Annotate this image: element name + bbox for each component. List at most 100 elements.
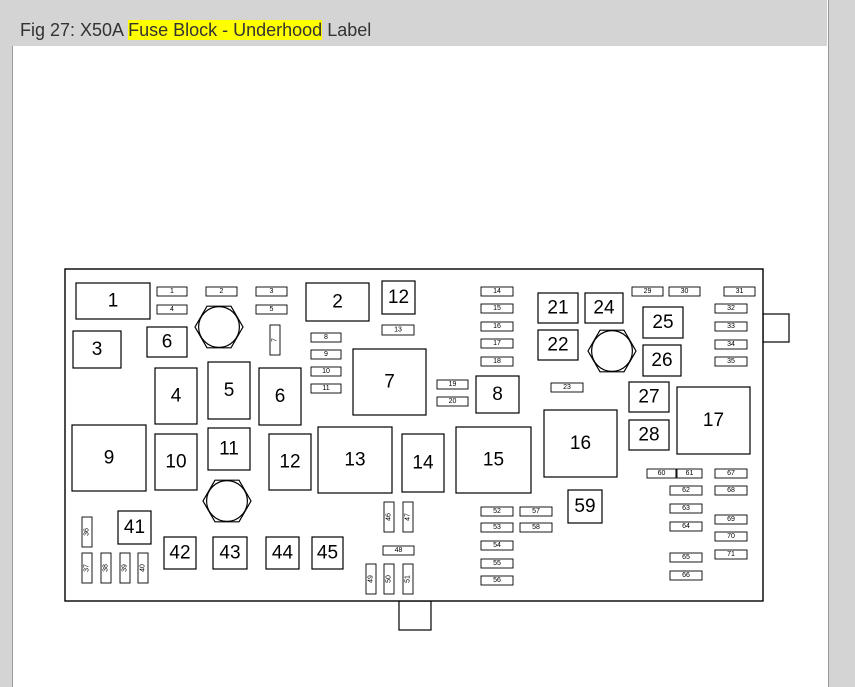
fuse-slot-29: 29 (631, 286, 664, 297)
fuse-slot-label: 2 (332, 292, 343, 313)
fuse-slot-box (402, 563, 414, 595)
fuse-slot-box (207, 427, 251, 471)
fuse-slot-label: 31 (736, 288, 744, 295)
fuse-slot-8: 8 (475, 375, 520, 414)
fuse-slot-label: 9 (324, 351, 328, 358)
fuse-slot-box (480, 558, 514, 569)
fuse-slot-label: 17 (493, 340, 501, 347)
fuse-slot-37: 37 (81, 552, 93, 584)
fuse-slot-62: 62 (669, 485, 703, 496)
fuse-slot-label: 16 (570, 433, 591, 454)
fuse-slot-box (205, 286, 238, 297)
fuse-slot-box (714, 468, 748, 479)
fuse-slot-label: 19 (449, 381, 457, 388)
fuse-slot-label: 40 (140, 564, 147, 572)
fuse-slot-box (436, 379, 469, 390)
fuse-slot-label: 34 (727, 341, 735, 348)
fuse-slot-10: 10 (154, 433, 198, 491)
fuse-slot-4: 4 (156, 304, 188, 315)
fuse-slot-label: 21 (547, 298, 568, 319)
fuse-slot-box (402, 501, 414, 533)
fuse-slot-label: 14 (493, 288, 501, 295)
fuse-slot-label: 36 (84, 528, 91, 536)
fuse-slot-label: 50 (386, 575, 393, 583)
fuse-slot-box (137, 552, 149, 584)
fuse-slot-label: 47 (405, 513, 412, 521)
fuse-slot-box (537, 292, 579, 324)
fuse-slot-label: 48 (395, 547, 403, 554)
fuse-slot-61: 61 (676, 468, 703, 479)
fuse-slot-box (714, 549, 748, 560)
fuse-slot-label: 52 (493, 508, 501, 515)
fuse-slot-10: 10 (310, 366, 342, 377)
fuse-slot-box (628, 381, 670, 413)
fuse-slot-48: 48 (382, 545, 415, 556)
fuse-slot-20: 20 (436, 396, 469, 407)
caption-highlight: Fuse Block - Underhood (128, 20, 323, 40)
fuse-slot-box (310, 383, 342, 394)
fuse-slot-label: 29 (644, 288, 652, 295)
fuse-slot-label: 60 (658, 470, 666, 477)
fuse-slot-41: 41 (117, 510, 152, 545)
fuse-slot-3: 3 (72, 330, 122, 369)
fuse-slot-21: 21 (537, 292, 579, 324)
fuse-slot-49: 49 (365, 563, 377, 595)
fuse-slot-label: 33 (727, 323, 735, 330)
fuse-slot-14: 14 (401, 433, 445, 493)
fuse-slot-box (567, 489, 603, 524)
fuse-slot-box (475, 375, 520, 414)
fuse-slot-57: 57 (519, 506, 553, 517)
fuse-slot-label: 32 (727, 305, 735, 312)
fuse-slot-label: 25 (652, 312, 673, 333)
fuse-slot-box (255, 304, 288, 315)
fuse-slot-label: 5 (224, 380, 235, 401)
fuse-slot-67: 67 (714, 468, 748, 479)
fuse-slot-label: 51 (405, 575, 412, 583)
fuse-slot-box (258, 367, 302, 426)
stud-hexagon (202, 479, 252, 523)
fuse-slot-4: 4 (154, 367, 198, 425)
fuse-slot-box (714, 531, 748, 542)
fuse-slot-label: 3 (92, 339, 103, 360)
fuse-slot-13: 13 (317, 426, 393, 494)
fuse-slot-label: 10 (165, 452, 186, 473)
fuse-slot-11: 11 (207, 427, 251, 471)
fuse-slot-46: 46 (383, 501, 395, 533)
fuse-slot-2: 2 (305, 282, 370, 322)
fuse-slot-55: 55 (480, 558, 514, 569)
fuse-slot-59: 59 (567, 489, 603, 524)
fuse-slot-box (480, 540, 514, 551)
fuse-slot-box (669, 485, 703, 496)
fuse-slot-16: 16 (543, 409, 618, 478)
fuse-slot-43: 43 (212, 536, 248, 570)
fuse-slot-label: 18 (493, 358, 501, 365)
fuse-slot-label: 11 (219, 439, 239, 460)
fuse-slot-label: 53 (493, 524, 501, 531)
fuse-slot-label: 69 (727, 516, 735, 523)
fuse-slot-box (381, 324, 415, 336)
fuse-slot-box (543, 409, 618, 478)
fuse-slot-68: 68 (714, 485, 748, 496)
fuse-slot-35: 35 (714, 356, 748, 367)
fuse-slot-63: 63 (669, 503, 703, 514)
fuse-slot-label: 22 (547, 335, 568, 356)
fuse-slot-box (676, 386, 751, 455)
fuse-slot-label: 1 (170, 288, 174, 295)
fuse-slot-31: 31 (723, 286, 756, 297)
fuse-slot-label: 71 (727, 551, 735, 558)
fuse-slot-box (480, 506, 514, 517)
fuse-slot-23: 23 (550, 382, 584, 393)
fuse-slot-label: 17 (703, 410, 724, 431)
fuse-slot-label: 8 (492, 384, 503, 405)
fuse-slot-70: 70 (714, 531, 748, 542)
caption-prefix: Fig 27: X50A (20, 20, 129, 40)
fuse-slot-6: 6 (258, 367, 302, 426)
fuse-slot-7: 7 (352, 348, 427, 416)
fuse-slot-box (519, 506, 553, 517)
fuse-slot-label: 12 (388, 287, 409, 308)
fuse-slot-box (642, 344, 682, 377)
fuse-slot-box (383, 563, 395, 595)
fuse-slot-box (156, 286, 188, 297)
fuse-slot-box (71, 424, 147, 492)
fuse-slot-38: 38 (100, 552, 112, 584)
